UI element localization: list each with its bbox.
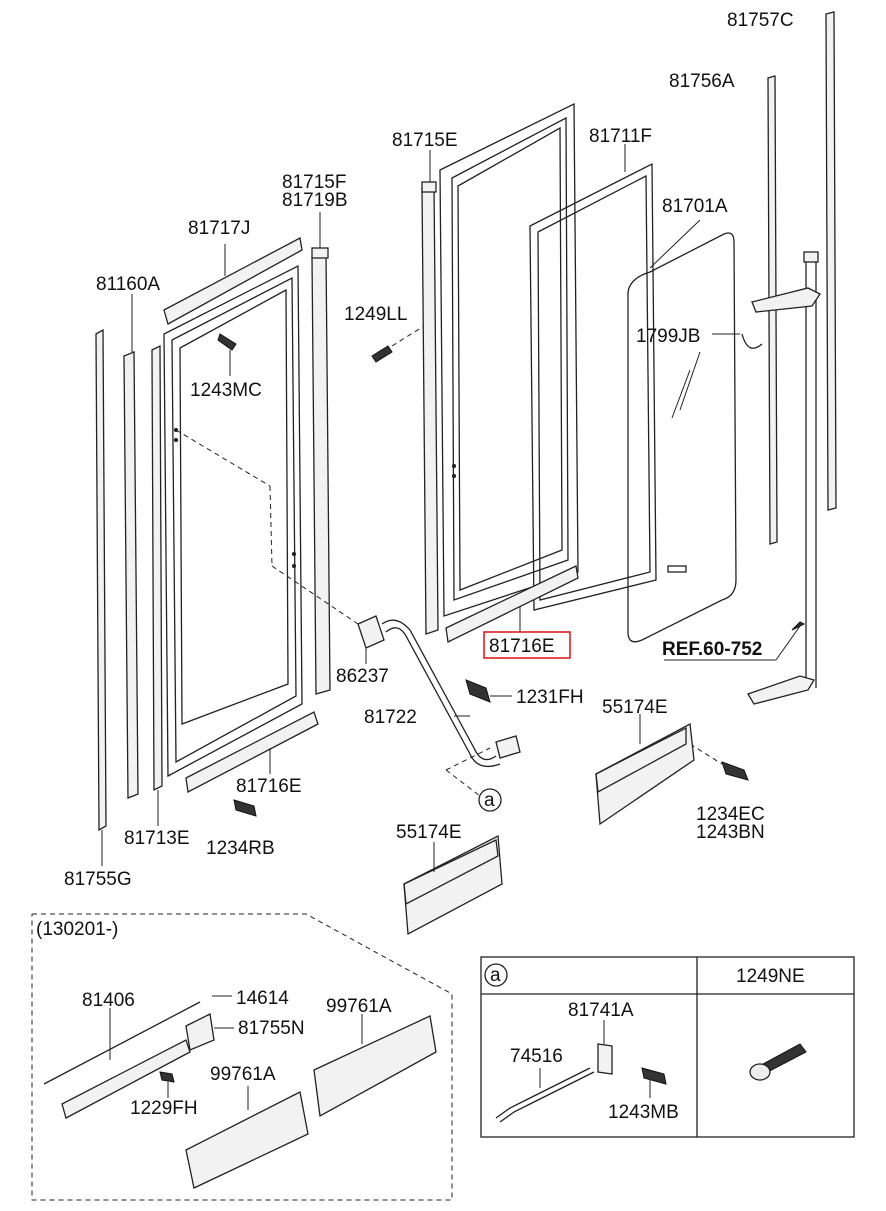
bracket-55174E-right: [595, 714, 695, 826]
bracket-81717J: [163, 237, 303, 325]
label-81716E: 81716E: [236, 776, 302, 797]
guide-rod: [747, 251, 821, 705]
label-55174E-right: 55174E: [602, 697, 668, 718]
screw-1234RB: [233, 799, 257, 817]
callout-a-circle: [478, 788, 502, 812]
door-frame-center: [439, 102, 579, 617]
label-1799JB: 1799JB: [636, 326, 700, 347]
bracket-86237: [357, 615, 385, 664]
glass-81701A: [627, 219, 737, 643]
label-1249LL: 1249LL: [344, 304, 407, 325]
main-labels: 81757C 81756A 81715E 81711F 81701A 81715…: [64, 10, 794, 890]
label-81160A: 81160A: [96, 274, 160, 295]
rail-81757C: [825, 11, 837, 511]
label-1243BN: 1243BN: [696, 822, 765, 843]
rod-81722: [381, 619, 521, 768]
label-81755G: 81755G: [64, 869, 132, 890]
label-99761A-2: 99761A: [210, 1064, 276, 1085]
label-81711F: 81711F: [589, 126, 652, 147]
label-99761A-1: 99761A: [326, 996, 392, 1017]
frame-81711F: [529, 144, 657, 611]
label-81716E-highlighted: 81716E: [489, 636, 555, 657]
label-81719B: 81719B: [282, 190, 348, 211]
label-ref: REF.60-752: [662, 639, 762, 660]
strip-81716E-center: [445, 565, 579, 643]
label-81722: 81722: [364, 707, 417, 728]
inset-left: (130201-) 81406 14614 81755N 99761A 9976…: [31, 913, 453, 1201]
label-81715E: 81715E: [392, 130, 458, 151]
label-1243MC: 1243MC: [190, 380, 262, 401]
label-14614: 14614: [236, 988, 289, 1009]
label-81701A: 81701A: [662, 196, 728, 217]
strip-81713E: [151, 344, 163, 826]
screw-1231FH: [465, 679, 512, 703]
label-81757C: 81757C: [727, 10, 794, 31]
label-1234EC: 1234EC: [696, 804, 765, 825]
label-81713E: 81713E: [124, 828, 190, 849]
highlight-box: [483, 631, 571, 659]
strip-81716E-left: [185, 711, 319, 794]
label-1234RB: 1234RB: [206, 838, 275, 859]
label-81406: 81406: [82, 990, 135, 1011]
label-86237: 86237: [336, 666, 389, 687]
ref-arrow: [664, 621, 806, 661]
strip-81755G: [95, 328, 107, 866]
clip-1799JB: [712, 333, 763, 349]
label-81755N: 81755N: [238, 1018, 305, 1039]
callout-a-label: a: [484, 790, 495, 811]
screw-1234EC: [689, 743, 749, 781]
bracket-55174E-left: [403, 834, 503, 936]
inset-header-part: 1249NE: [736, 966, 805, 987]
label-74516: 74516: [510, 1046, 563, 1067]
label-81741A: 81741A: [568, 1000, 634, 1021]
strip-81160A: [123, 294, 139, 799]
label-1229FH: 1229FH: [130, 1098, 198, 1119]
door-frame-left: [163, 264, 303, 778]
screw-1243MC: [217, 333, 237, 376]
label-55174E-left: 55174E: [396, 822, 462, 843]
bar-81715E: [421, 150, 439, 635]
label-81717J: 81717J: [188, 218, 250, 239]
dashed-guide: [175, 429, 491, 797]
inset-right: a 1249NE 81741A 74516 1243MB: [480, 956, 855, 1138]
label-1231FH: 1231FH: [516, 687, 584, 708]
label-81715F: 81715F: [282, 172, 346, 193]
label-1243MB: 1243MB: [608, 1102, 679, 1123]
label-81756A: 81756A: [669, 71, 735, 92]
inset-left-title: (130201-): [36, 919, 118, 940]
bar-81715F: [311, 212, 331, 695]
screw-1249LL: [371, 325, 425, 363]
inset-header-a: a: [490, 965, 501, 986]
